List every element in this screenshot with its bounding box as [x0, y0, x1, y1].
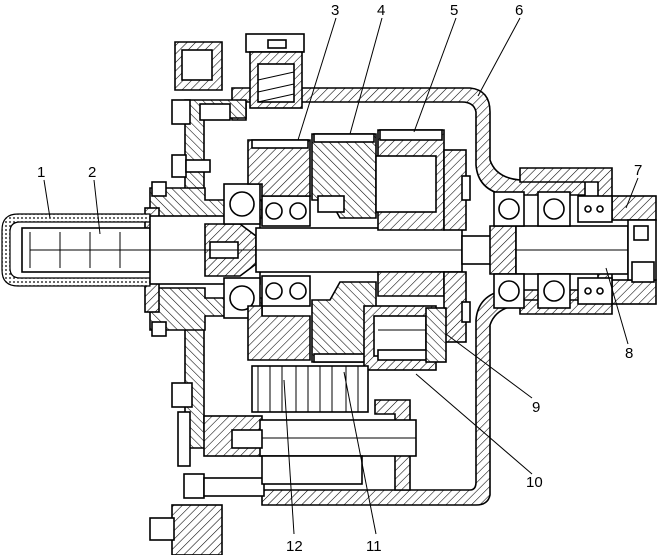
- callout-11: 11: [366, 538, 382, 555]
- callout-5: 5: [450, 2, 458, 19]
- output-shaft: [515, 195, 657, 305]
- callout-6: 6: [515, 2, 523, 19]
- callout-1: 1: [37, 164, 45, 181]
- callout-2: 2: [88, 164, 96, 181]
- callout-10: 10: [526, 474, 543, 491]
- front-cover: [149, 41, 265, 555]
- input-shaft-assembly: [1, 213, 262, 287]
- leader-lines: [43, 17, 639, 535]
- countershaft: [203, 365, 417, 485]
- bearings: [223, 183, 613, 319]
- main-shaft: [255, 225, 517, 275]
- main-shaft-gears: [247, 129, 471, 363]
- reverse-gear: [363, 305, 447, 371]
- callout-12: 12: [286, 538, 303, 555]
- callout-7: 7: [634, 162, 642, 179]
- breather: [245, 33, 305, 109]
- callout-4: 4: [377, 2, 385, 19]
- callout-3: 3: [331, 2, 339, 19]
- callout-9: 9: [532, 399, 540, 416]
- callout-8: 8: [625, 345, 633, 362]
